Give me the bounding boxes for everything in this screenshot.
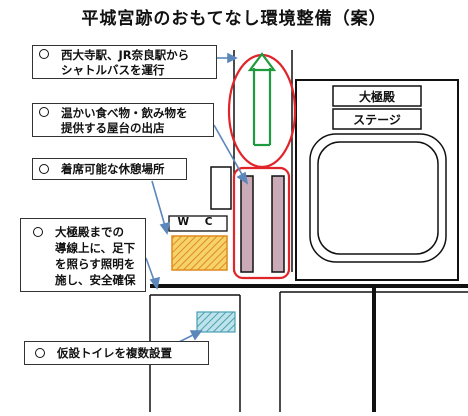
plaza-inner xyxy=(317,141,439,255)
callout-text: 温かい食べ物・飲み物を 提供する屋台の出店 xyxy=(61,106,188,135)
callout-lighting: 大極殿までの 導線上に、足下 を照らす照明を 施し、安全確保 xyxy=(20,218,146,292)
bullet-icon xyxy=(39,107,49,117)
page-title: 平城宮跡のおもてなし環境整備（案） xyxy=(81,9,387,29)
callout-temporary-toilets: 仮設トイレを複数設置 xyxy=(24,341,209,365)
callout-shuttle-bus: 西大寺駅、JR奈良駅から シャトルバスを運行 xyxy=(32,45,217,79)
callout-text: 着席可能な休憩場所 xyxy=(61,162,165,176)
callout-text: 西大寺駅、JR奈良駅から シャトルバスを運行 xyxy=(61,48,190,77)
callout-text: 大極殿までの 導線上に、足下 を照らす照明を 施し、安全確保 xyxy=(55,225,136,287)
daigokuden-building xyxy=(332,85,422,107)
toilet-area-temporary xyxy=(196,311,236,333)
stall-left xyxy=(240,175,254,273)
stage-box xyxy=(332,108,422,130)
rest-area xyxy=(210,166,232,210)
bullet-icon xyxy=(33,227,43,237)
shuttle-bus-route-arrow xyxy=(252,68,272,145)
stage-label: ステージ xyxy=(353,113,401,127)
main-route xyxy=(150,284,468,412)
toilet-area-main xyxy=(171,235,228,271)
callout-text: 仮設トイレを複数設置 xyxy=(57,346,172,360)
stall-right xyxy=(271,175,285,273)
callout-pointers xyxy=(145,52,249,350)
bullet-icon xyxy=(35,348,45,358)
daigokuden-label: 大極殿 xyxy=(358,90,395,104)
shuttle-bus-arrow-head xyxy=(247,52,277,72)
callout-rest-area: 着席可能な休憩場所 xyxy=(32,158,187,180)
callout-food-stalls: 温かい食べ物・飲み物を 提供する屋台の出店 xyxy=(32,103,214,137)
bullet-icon xyxy=(39,49,49,59)
wc-label: W C xyxy=(177,216,219,228)
bullet-icon xyxy=(39,164,49,174)
shuttle-bus-highlight xyxy=(227,53,297,169)
